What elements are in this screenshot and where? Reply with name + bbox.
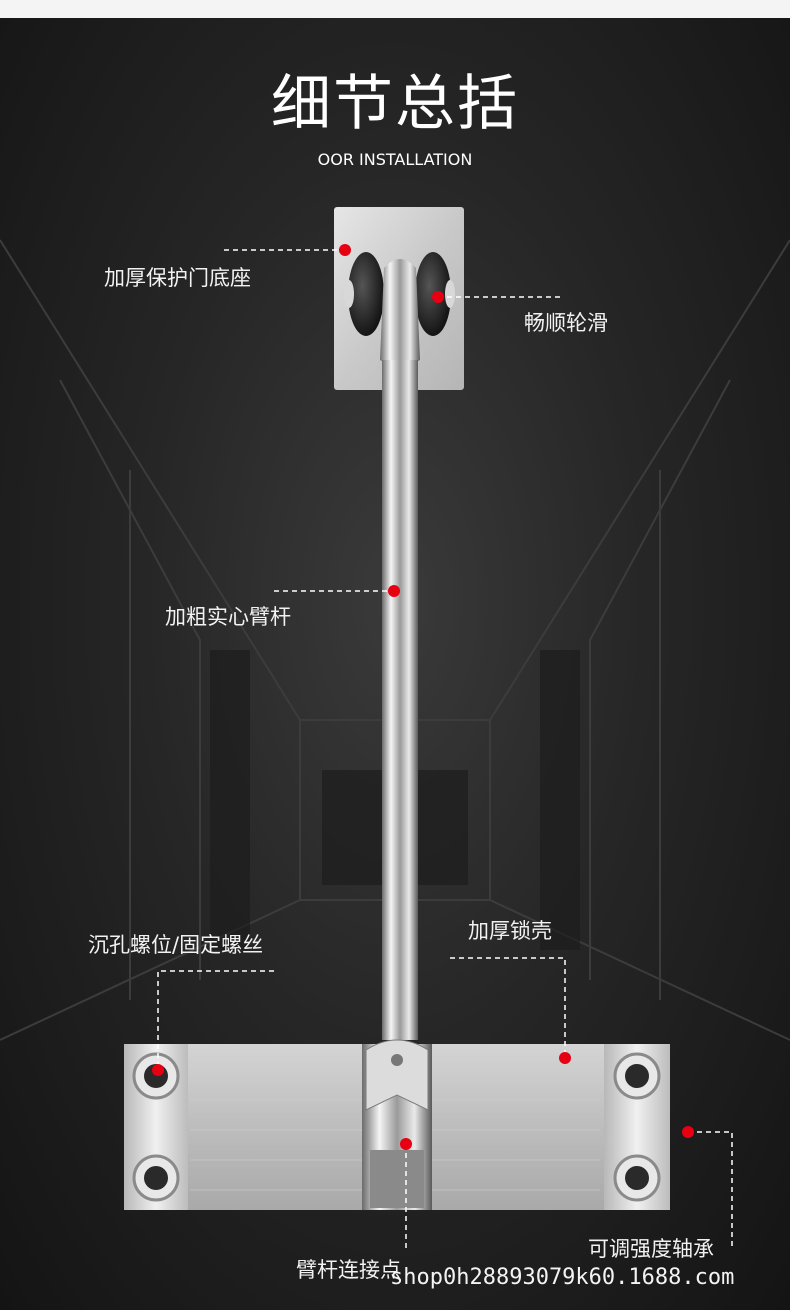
marker-dots	[152, 244, 694, 1150]
marker-joint	[400, 1138, 412, 1150]
leader-lines	[157, 249, 733, 1248]
arm-head	[380, 259, 420, 366]
left-wheel-cap	[344, 280, 354, 308]
page-subtitle: OOR INSTALLATION	[317, 150, 473, 169]
joint-pin	[391, 1054, 403, 1066]
callout-arm-label: 加粗实心臂杆	[165, 605, 291, 629]
callout-bearing-label: 可调强度轴承	[588, 1237, 714, 1261]
callout-pulley-label: 畅顺轮滑	[524, 311, 608, 335]
right-wheel-cap	[445, 280, 455, 308]
callout-joint-label: 臂杆连接点	[296, 1258, 401, 1282]
shop-watermark: shop0h28893079k60.1688.com	[390, 1265, 735, 1290]
marker-pulley	[432, 291, 444, 303]
top-strip	[0, 0, 790, 18]
marker-arm	[388, 585, 400, 597]
callout-screw-label: 沉孔螺位/固定螺丝	[88, 933, 264, 957]
marker-bearing	[682, 1126, 694, 1138]
screw-holes	[132, 1052, 661, 1202]
joint-slot	[370, 1150, 424, 1208]
callout-base-label: 加厚保护门底座	[104, 266, 251, 290]
marker-screw	[152, 1064, 164, 1076]
page-title: 细节总括	[271, 69, 519, 139]
left-wheel	[348, 252, 384, 336]
joint-clamp	[365, 1039, 429, 1111]
marker-shell	[559, 1052, 571, 1064]
arm-rod	[382, 360, 418, 1040]
marker-base	[339, 244, 351, 256]
callout-shell-label: 加厚锁壳	[468, 919, 552, 943]
